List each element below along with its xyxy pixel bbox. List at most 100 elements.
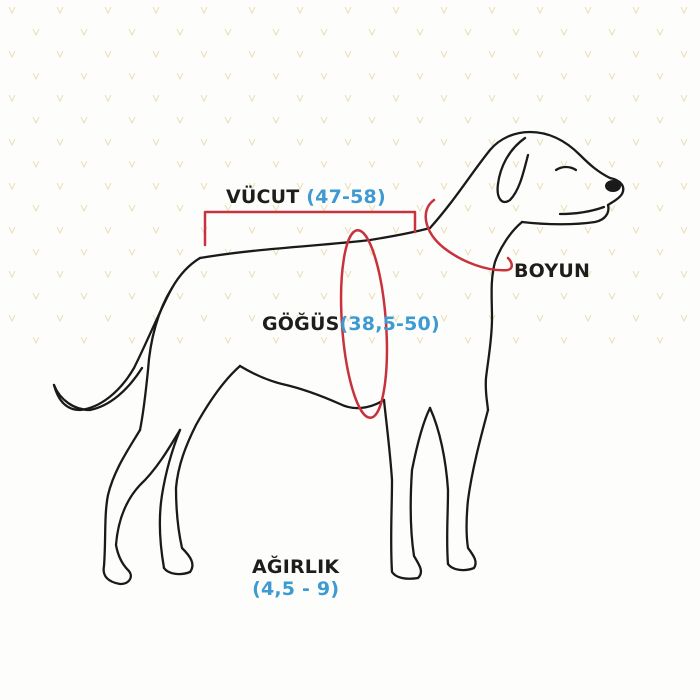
v-mark bbox=[104, 270, 112, 279]
v-mark bbox=[656, 160, 664, 169]
v-mark bbox=[32, 248, 40, 257]
v-mark bbox=[488, 50, 496, 59]
v-mark bbox=[512, 336, 520, 345]
v-mark bbox=[464, 28, 472, 37]
v-mark bbox=[8, 6, 16, 15]
v-mark bbox=[488, 6, 496, 15]
v-mark bbox=[344, 314, 352, 323]
v-mark bbox=[440, 94, 448, 103]
v-mark bbox=[296, 138, 304, 147]
v-mark bbox=[464, 336, 472, 345]
v-mark bbox=[56, 182, 64, 191]
body-length-label: VÜCUT (47-58) bbox=[226, 186, 386, 208]
v-mark bbox=[344, 270, 352, 279]
v-mark bbox=[152, 138, 160, 147]
v-mark bbox=[104, 6, 112, 15]
v-mark bbox=[272, 292, 280, 301]
v-mark bbox=[536, 226, 544, 235]
v-mark bbox=[80, 248, 88, 257]
v-mark bbox=[368, 72, 376, 81]
v-mark bbox=[200, 138, 208, 147]
v-mark bbox=[128, 28, 136, 37]
v-mark bbox=[176, 336, 184, 345]
v-mark bbox=[200, 94, 208, 103]
v-mark bbox=[272, 72, 280, 81]
v-mark bbox=[104, 94, 112, 103]
v-mark bbox=[608, 292, 616, 301]
v-mark bbox=[80, 292, 88, 301]
v-mark bbox=[656, 204, 664, 213]
v-mark bbox=[488, 182, 496, 191]
v-mark bbox=[224, 336, 232, 345]
v-mark bbox=[320, 292, 328, 301]
v-mark bbox=[152, 182, 160, 191]
v-mark bbox=[680, 138, 688, 147]
v-mark bbox=[128, 292, 136, 301]
v-mark bbox=[176, 292, 184, 301]
v-mark bbox=[176, 248, 184, 257]
v-mark bbox=[680, 270, 688, 279]
v-mark bbox=[176, 204, 184, 213]
body-length-name: VÜCUT bbox=[226, 186, 300, 208]
v-mark bbox=[32, 72, 40, 81]
v-mark bbox=[128, 116, 136, 125]
v-mark bbox=[80, 336, 88, 345]
v-mark bbox=[464, 72, 472, 81]
v-mark bbox=[608, 160, 616, 169]
v-mark bbox=[224, 116, 232, 125]
v-mark bbox=[344, 182, 352, 191]
v-mark bbox=[464, 248, 472, 257]
neck-girth-label: BOYUN bbox=[514, 260, 591, 282]
weight-name: AĞIRLIK bbox=[252, 556, 340, 578]
v-mark bbox=[368, 292, 376, 301]
v-mark bbox=[488, 94, 496, 103]
v-mark bbox=[392, 270, 400, 279]
v-mark bbox=[680, 94, 688, 103]
v-mark bbox=[104, 50, 112, 59]
v-mark bbox=[80, 72, 88, 81]
v-mark bbox=[248, 270, 256, 279]
v-mark bbox=[536, 138, 544, 147]
v-mark bbox=[680, 226, 688, 235]
v-mark bbox=[8, 182, 16, 191]
v-mark bbox=[320, 72, 328, 81]
v-mark bbox=[296, 50, 304, 59]
v-mark bbox=[536, 270, 544, 279]
v-mark bbox=[536, 94, 544, 103]
v-mark bbox=[560, 292, 568, 301]
v-mark bbox=[560, 248, 568, 257]
v-mark bbox=[512, 116, 520, 125]
v-mark bbox=[152, 50, 160, 59]
v-mark bbox=[8, 138, 16, 147]
background-v-pattern bbox=[8, 6, 688, 345]
v-mark bbox=[200, 270, 208, 279]
v-mark bbox=[560, 28, 568, 37]
v-mark bbox=[392, 6, 400, 15]
v-mark bbox=[224, 28, 232, 37]
v-mark bbox=[80, 28, 88, 37]
v-mark bbox=[560, 336, 568, 345]
v-mark bbox=[344, 50, 352, 59]
v-mark bbox=[320, 336, 328, 345]
v-mark bbox=[128, 160, 136, 169]
v-mark bbox=[680, 6, 688, 15]
v-mark bbox=[608, 28, 616, 37]
v-mark bbox=[440, 226, 448, 235]
v-mark bbox=[176, 116, 184, 125]
v-mark bbox=[32, 160, 40, 169]
v-mark bbox=[128, 336, 136, 345]
v-mark bbox=[56, 226, 64, 235]
v-mark bbox=[440, 50, 448, 59]
v-mark bbox=[632, 50, 640, 59]
v-mark bbox=[200, 182, 208, 191]
v-mark bbox=[344, 226, 352, 235]
v-mark bbox=[176, 160, 184, 169]
v-mark bbox=[296, 182, 304, 191]
v-mark bbox=[560, 204, 568, 213]
v-mark bbox=[464, 292, 472, 301]
v-mark bbox=[512, 160, 520, 169]
v-mark bbox=[608, 204, 616, 213]
v-mark bbox=[80, 116, 88, 125]
v-mark bbox=[152, 94, 160, 103]
